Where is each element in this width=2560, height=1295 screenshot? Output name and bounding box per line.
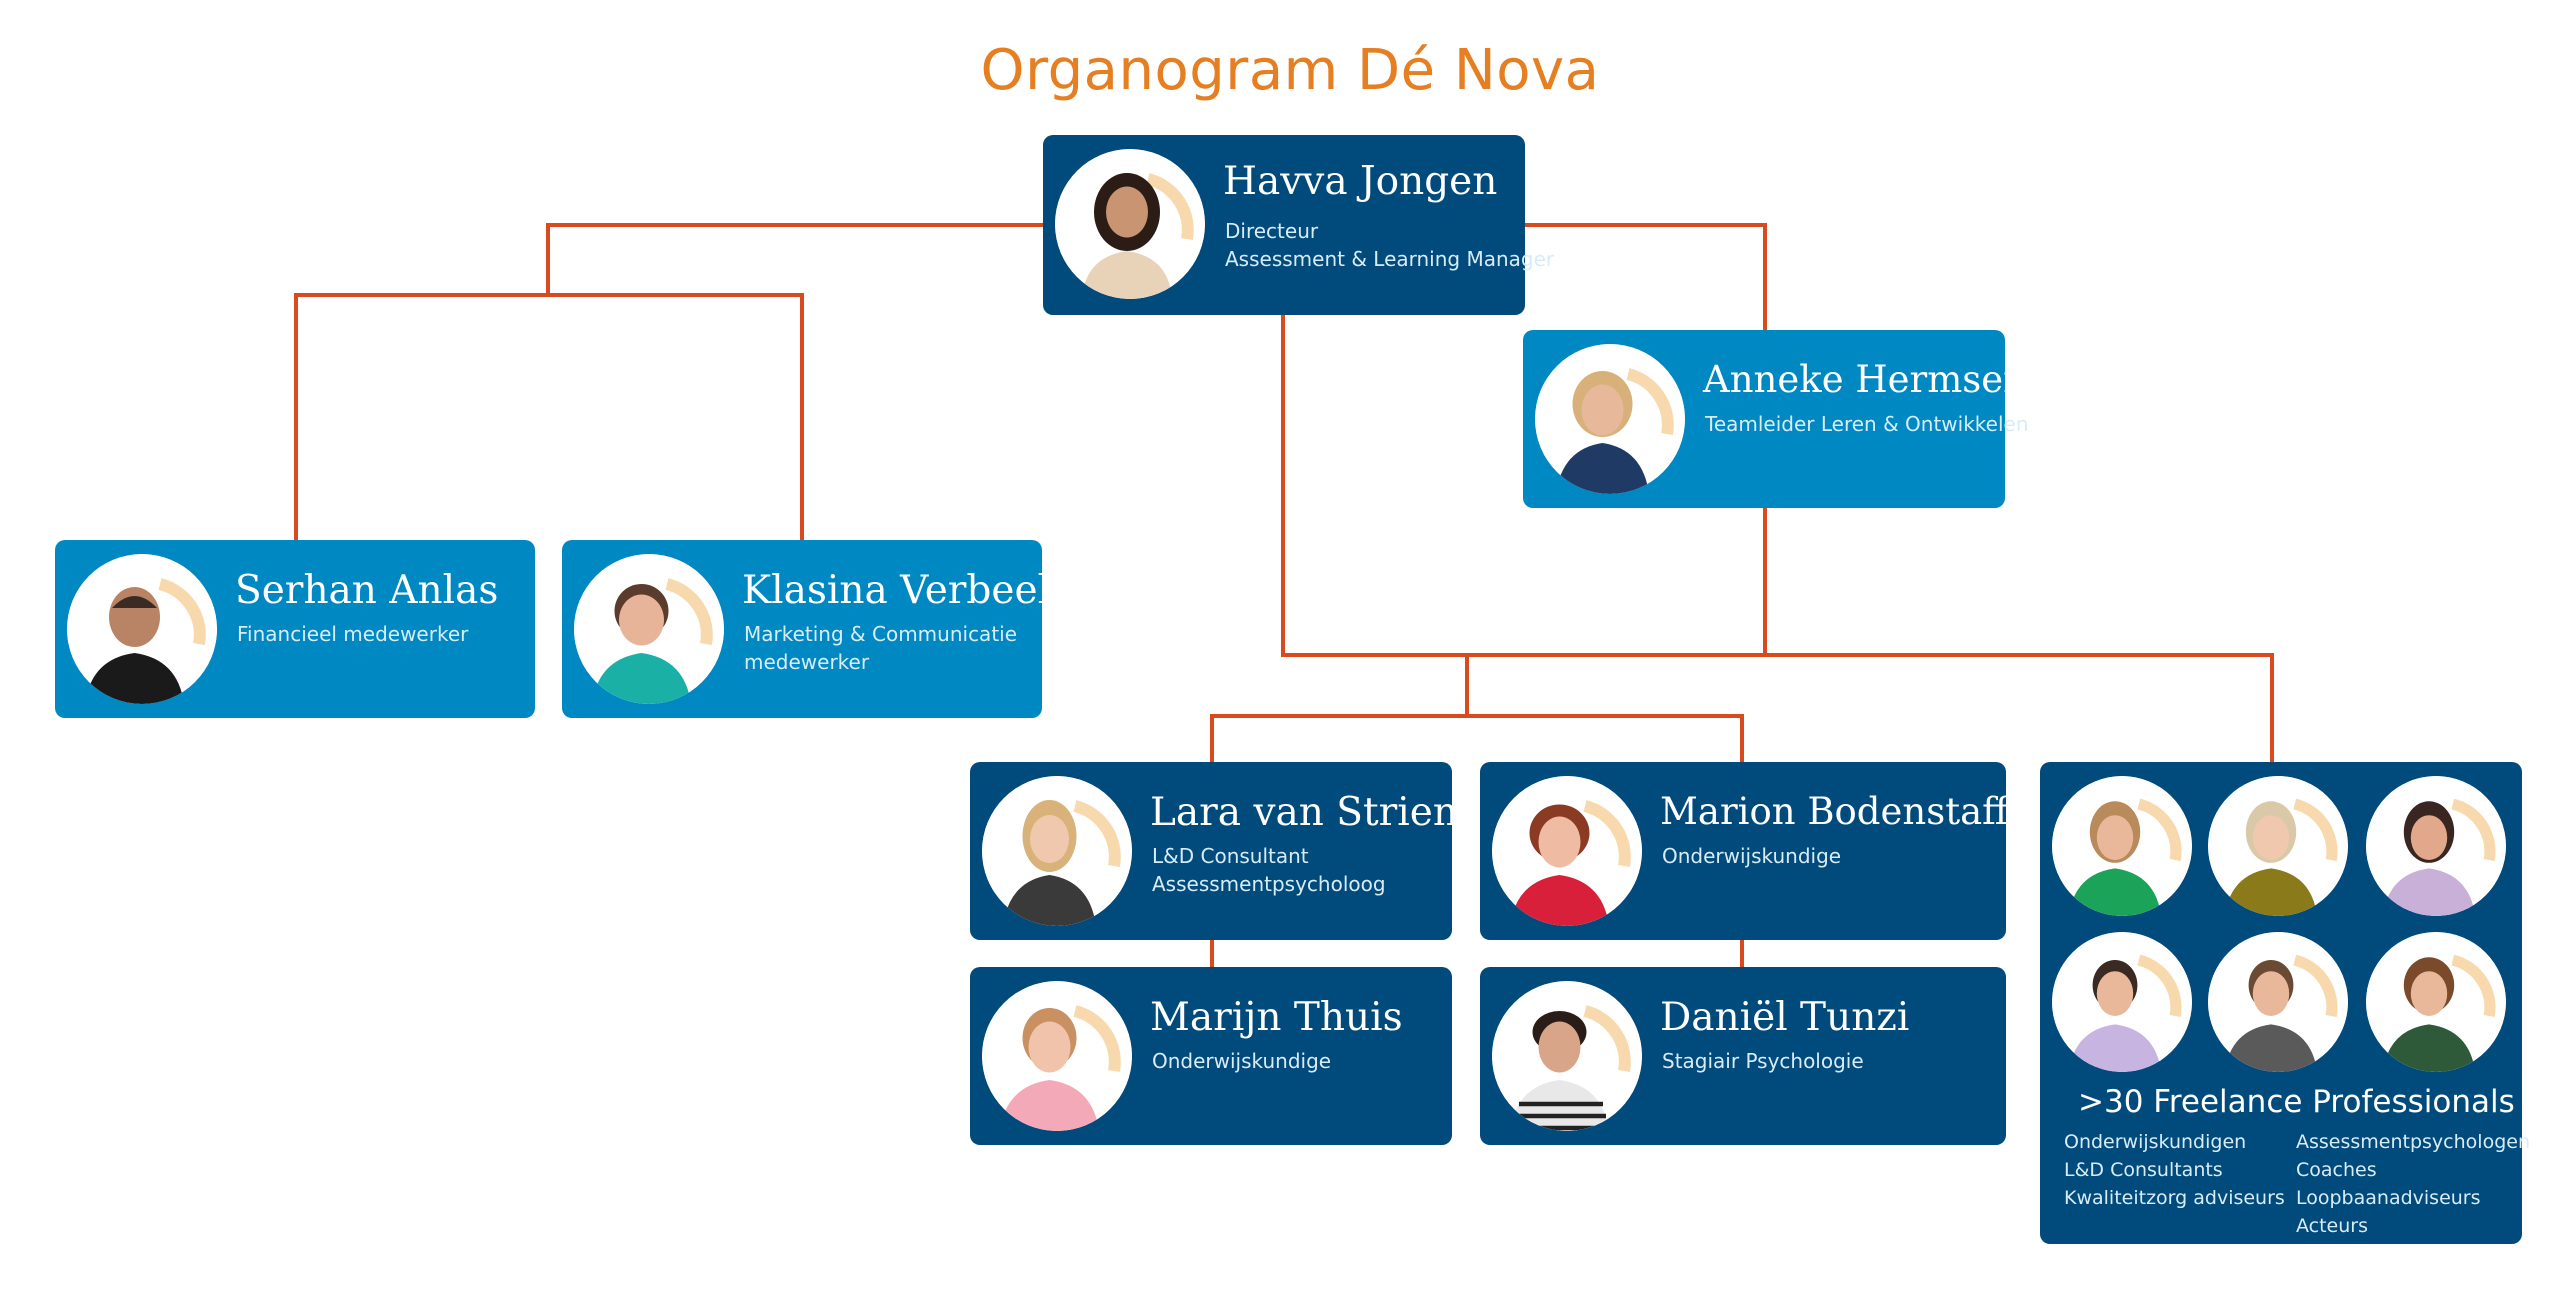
name-serhan: Serhan Anlas — [235, 568, 499, 613]
avatar-freelancer-2 — [2208, 776, 2348, 916]
card-daniel-tunzi[interactable]: Daniël Tunzi Stagiair Psychologie — [1480, 967, 2006, 1145]
avatar-marijn — [982, 981, 1132, 1131]
avatar-freelancer-5 — [2208, 932, 2348, 1072]
roles-havva: Directeur Assessment & Learning Manager — [1225, 217, 1554, 273]
person-photo-icon — [2052, 932, 2192, 1072]
avatar-freelancer-4 — [2052, 932, 2192, 1072]
role-line: Acteurs — [2296, 1215, 2369, 1237]
person-photo-icon — [982, 776, 1132, 926]
name-marijn: Marijn Thuis — [1150, 995, 1403, 1040]
chart-title: Organogram Dé Nova — [980, 38, 1600, 103]
person-photo-icon — [2208, 776, 2348, 916]
avatar-freelancer-1 — [2052, 776, 2192, 916]
card-freelance-professionals[interactable]: >30 Freelance Professionals Onderwijskun… — [2040, 762, 2530, 1244]
card-marion-bodenstaff[interactable]: Marion Bodenstaff Onderwijskundige — [1480, 762, 2009, 940]
role-line: Kwaliteitzorg adviseurs — [2064, 1187, 2285, 1209]
role-line: Marketing & Communicatie — [744, 622, 1018, 646]
person-photo-icon — [1535, 344, 1685, 494]
person-photo-icon — [574, 554, 724, 704]
person-photo-icon — [1492, 776, 1642, 926]
connector-left-split — [294, 293, 804, 540]
person-photo-icon — [2366, 932, 2506, 1072]
card-havva-jongen[interactable]: Havva Jongen Directeur Assessment & Lear… — [1043, 135, 1554, 315]
role-line: Onderwijskundigen — [2064, 1131, 2247, 1153]
avatar-marion — [1492, 776, 1642, 926]
freelance-roles-col2: Assessmentpsychologen Coaches Loopbaanad… — [2296, 1128, 2530, 1240]
card-klasina-verbeek[interactable]: Klasina Verbeek Marketing & Communicatie… — [562, 540, 1061, 718]
role-line: Onderwijskundige — [1662, 844, 1842, 868]
card-anneke-hermsen[interactable]: Anneke Hermsen Teamleider Leren & Ontwik… — [1523, 330, 2029, 508]
avatar-freelancer-3 — [2366, 776, 2506, 916]
avatar-serhan — [67, 554, 217, 704]
person-photo-icon — [982, 981, 1132, 1131]
role-line: Assessment & Learning Manager — [1225, 247, 1555, 271]
avatar-havva — [1055, 149, 1205, 299]
roles-serhan: Financieel medewerker — [237, 620, 468, 648]
person-photo-icon — [1492, 981, 1642, 1131]
avatar-anneke — [1535, 344, 1685, 494]
role-line: Stagiair Psychologie — [1662, 1049, 1864, 1073]
avatar-freelancer-6 — [2366, 932, 2506, 1072]
roles-marijn: Onderwijskundige — [1152, 1047, 1331, 1075]
role-line: Assessmentpsychologen — [2296, 1131, 2530, 1153]
name-marion: Marion Bodenstaff — [1660, 790, 2009, 833]
roles-anneke: Teamleider Leren & Ontwikkelen — [1705, 410, 2029, 438]
role-line: L&D Consultant — [1152, 844, 1309, 868]
connector-lara-marion — [1210, 714, 1744, 762]
person-photo-icon — [2208, 932, 2348, 1072]
avatar-daniel — [1492, 981, 1642, 1131]
roles-marion: Onderwijskundige — [1662, 842, 1841, 870]
roles-klasina: Marketing & Communicatie medewerker — [744, 620, 1017, 676]
avatar-lara — [982, 776, 1132, 926]
role-line: medewerker — [744, 650, 870, 674]
avatar-klasina — [574, 554, 724, 704]
role-line: Directeur — [1225, 219, 1319, 243]
connector-havva-left — [546, 223, 1045, 295]
person-photo-icon — [2366, 776, 2506, 916]
person-photo-icon — [67, 554, 217, 704]
connector-havva-down — [1281, 315, 2274, 762]
name-daniel: Daniël Tunzi — [1660, 995, 1910, 1040]
card-marijn-thuis[interactable]: Marijn Thuis Onderwijskundige — [970, 967, 1452, 1145]
name-havva: Havva Jongen — [1223, 159, 1498, 204]
freelance-title: >30 Freelance Professionals — [2078, 1084, 2515, 1120]
role-line: L&D Consultants — [2064, 1159, 2223, 1181]
roles-daniel: Stagiair Psychologie — [1662, 1047, 1864, 1075]
role-line: Loopbaanadviseurs — [2296, 1187, 2481, 1209]
card-lara-van-strien[interactable]: Lara van Strien L&D Consultant Assessmen… — [970, 762, 1458, 940]
name-lara: Lara van Strien — [1150, 790, 1458, 835]
role-line: Coaches — [2296, 1159, 2377, 1181]
role-line: Financieel medewerker — [237, 622, 469, 646]
roles-lara: L&D Consultant Assessmentpsycholoog — [1152, 842, 1386, 898]
role-line: Assessmentpsycholoog — [1152, 872, 1386, 896]
name-anneke: Anneke Hermsen — [1703, 358, 2028, 401]
role-line: Onderwijskundige — [1152, 1049, 1332, 1073]
person-photo-icon — [1055, 149, 1205, 299]
role-line: Teamleider Leren & Ontwikkelen — [1705, 412, 2029, 436]
connector-havva-anneke — [1525, 223, 1767, 330]
person-photo-icon — [2052, 776, 2192, 916]
name-klasina: Klasina Verbeek — [742, 568, 1062, 613]
card-serhan-anlas[interactable]: Serhan Anlas Financieel medewerker — [55, 540, 535, 718]
freelance-roles-col1: Onderwijskundigen L&D Consultants Kwalit… — [2064, 1128, 2285, 1212]
